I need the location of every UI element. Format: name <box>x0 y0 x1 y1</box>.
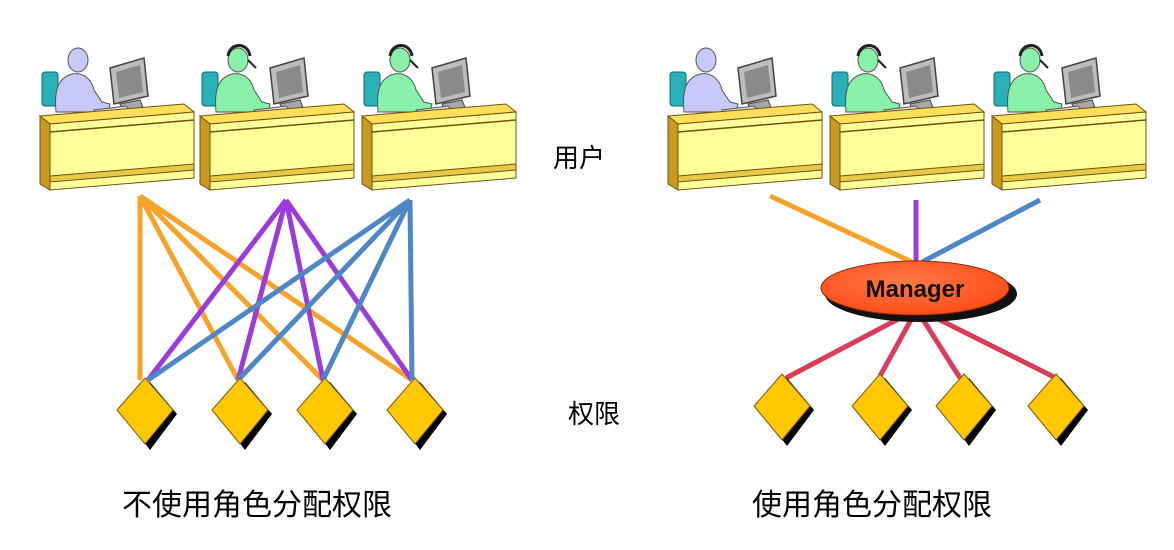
permission-diamond <box>296 377 357 450</box>
permission-diamond <box>851 373 912 446</box>
caption-with-roles: 使用角色分配权限 <box>752 488 992 523</box>
connection-line-user3-perm4 <box>407 199 415 381</box>
user-workstation-icon <box>198 44 356 191</box>
user-workstation-icon <box>828 44 986 191</box>
user-workstation-icon <box>38 47 196 191</box>
connection-line-user1-perm3 <box>138 194 325 382</box>
permission-diamond <box>935 373 996 446</box>
permission-diamond <box>1027 373 1088 446</box>
user-workstation-icon <box>990 44 1148 191</box>
manager-node: Manager <box>820 260 1017 322</box>
permission-diamond <box>116 377 177 450</box>
connection-line-user1-perm2 <box>137 194 241 382</box>
manager-label: Manager <box>866 276 965 303</box>
connection-line-user2-perm3 <box>283 199 326 381</box>
user-workstations <box>38 44 1148 191</box>
connection-line-user3-perm2 <box>236 198 412 382</box>
user-workstation-icon <box>360 44 518 191</box>
permissions-label: 权限 <box>568 400 621 430</box>
left-connections <box>137 193 415 383</box>
right-connections <box>768 193 1058 381</box>
user-workstation-icon <box>666 47 824 191</box>
connection-line-user2-perm2 <box>235 199 289 381</box>
permission-diamond <box>386 377 447 450</box>
connection-line-user3-perm1 <box>146 197 412 383</box>
connection-line-user3-manager <box>920 197 1042 265</box>
permission-nodes <box>116 373 1088 450</box>
connection-line-user1-perm4 <box>138 193 414 383</box>
connection-line-manager-perm3 <box>919 316 963 380</box>
connection-line-manager-perm4 <box>930 313 1058 381</box>
caption-without-roles: 不使用角色分配权限 <box>122 488 392 523</box>
connection-line-user1-manager <box>768 193 914 265</box>
connection-line-user3-perm3 <box>320 198 413 382</box>
connection-line-manager-perm2 <box>877 316 915 378</box>
connection-line-manager-perm1 <box>784 313 906 381</box>
permission-diamond <box>753 373 814 446</box>
permission-diamond <box>211 377 272 450</box>
connection-line-user2-perm4 <box>283 198 415 382</box>
users-label: 用户 <box>553 144 606 174</box>
connection-line-user2-perm1 <box>146 198 288 382</box>
